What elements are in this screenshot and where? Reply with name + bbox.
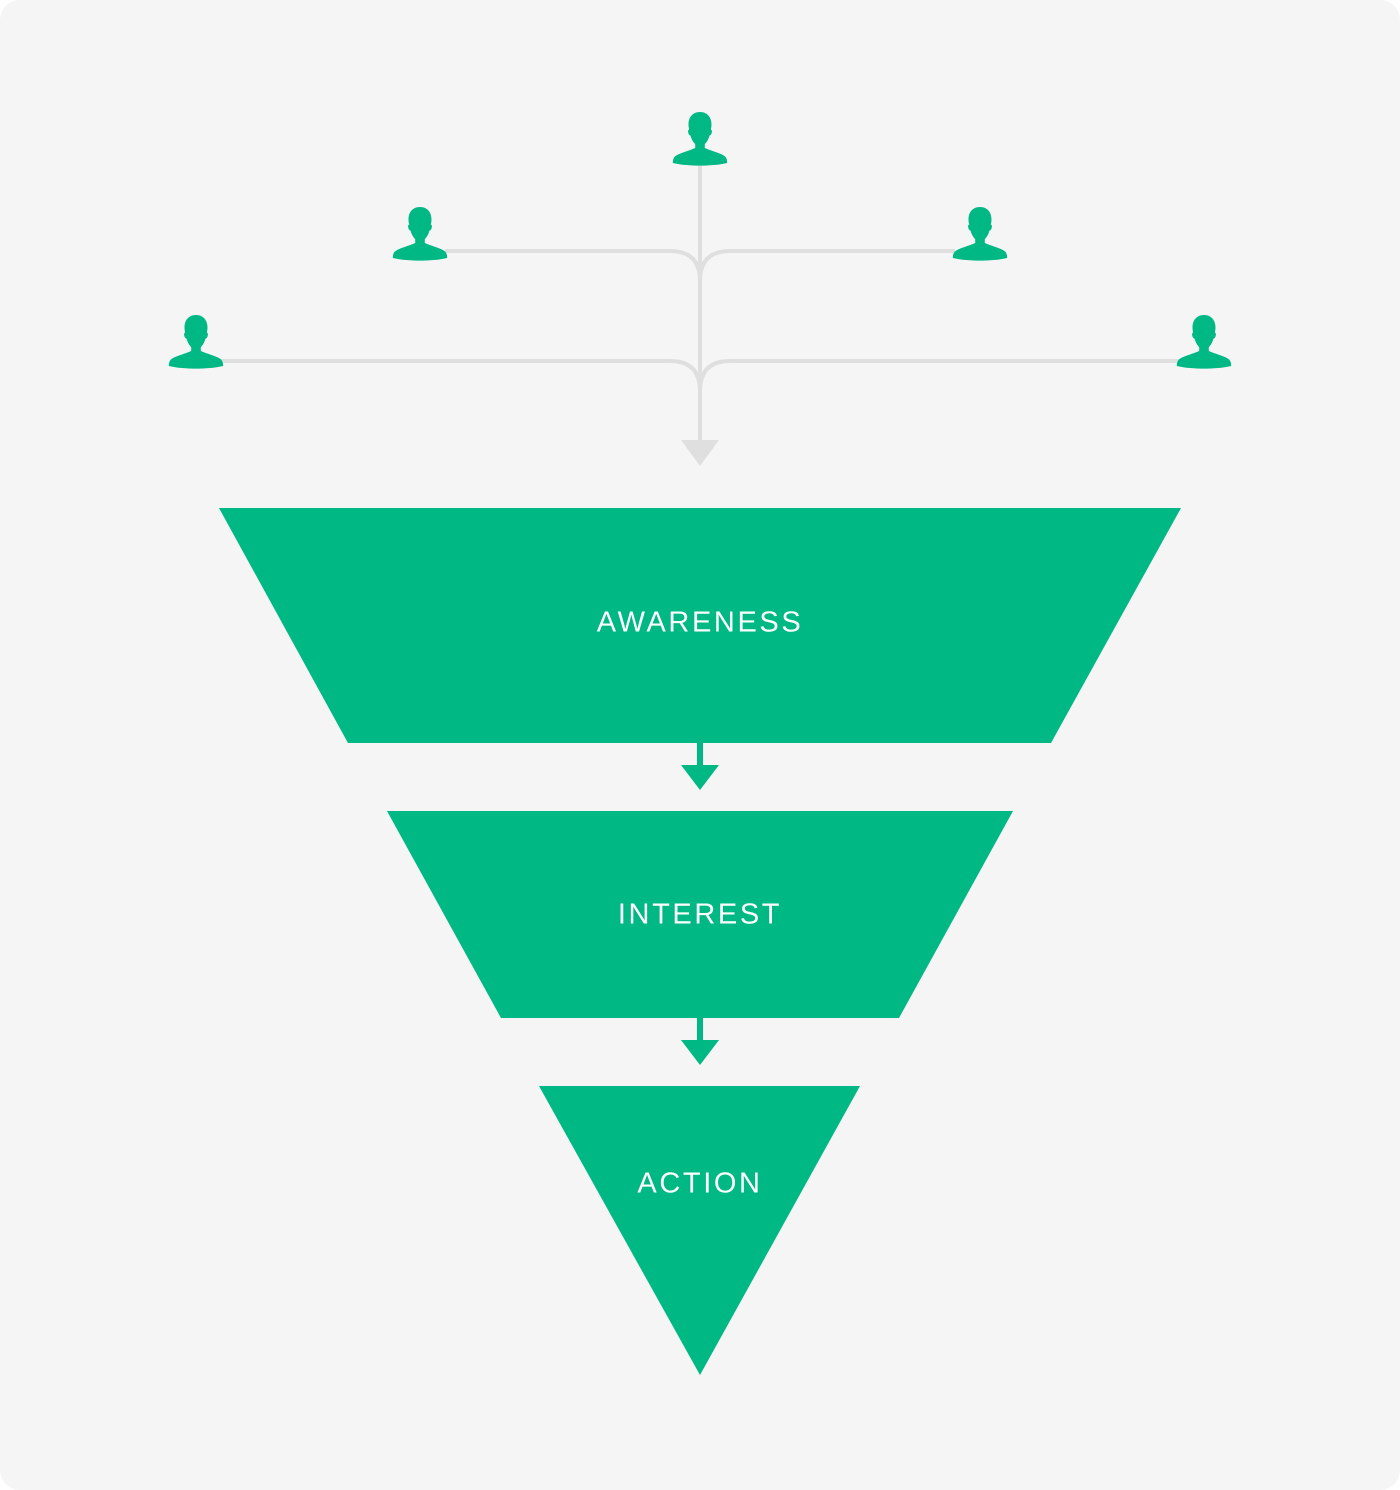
- person-silhouette-icon: [168, 315, 224, 369]
- arrow-down-icon: [681, 742, 719, 790]
- person-silhouette-icon: [952, 207, 1008, 261]
- arrow-down-icon: [681, 1017, 719, 1065]
- person-silhouette-icon: [1176, 315, 1232, 369]
- branch-line-mid-right: [698, 249, 955, 282]
- branch-line-low-right: [698, 359, 1179, 392]
- stage-label-awareness: AWARENESS: [596, 606, 804, 639]
- person-silhouette-icon: [672, 112, 728, 166]
- funnel-stage-interest: [387, 811, 1013, 1018]
- arrow-down-icon: [681, 440, 719, 466]
- stage-label-action: ACTION: [637, 1167, 763, 1200]
- branch-line-mid-left: [445, 249, 702, 282]
- person-silhouette-icon: [392, 207, 448, 261]
- branch-line-low-left: [221, 359, 702, 392]
- stage-label-interest: INTEREST: [617, 898, 783, 931]
- funnel-stage-awareness: [219, 508, 1181, 743]
- connector-lines: [221, 160, 1179, 442]
- funnel-stage-action: [539, 1086, 860, 1375]
